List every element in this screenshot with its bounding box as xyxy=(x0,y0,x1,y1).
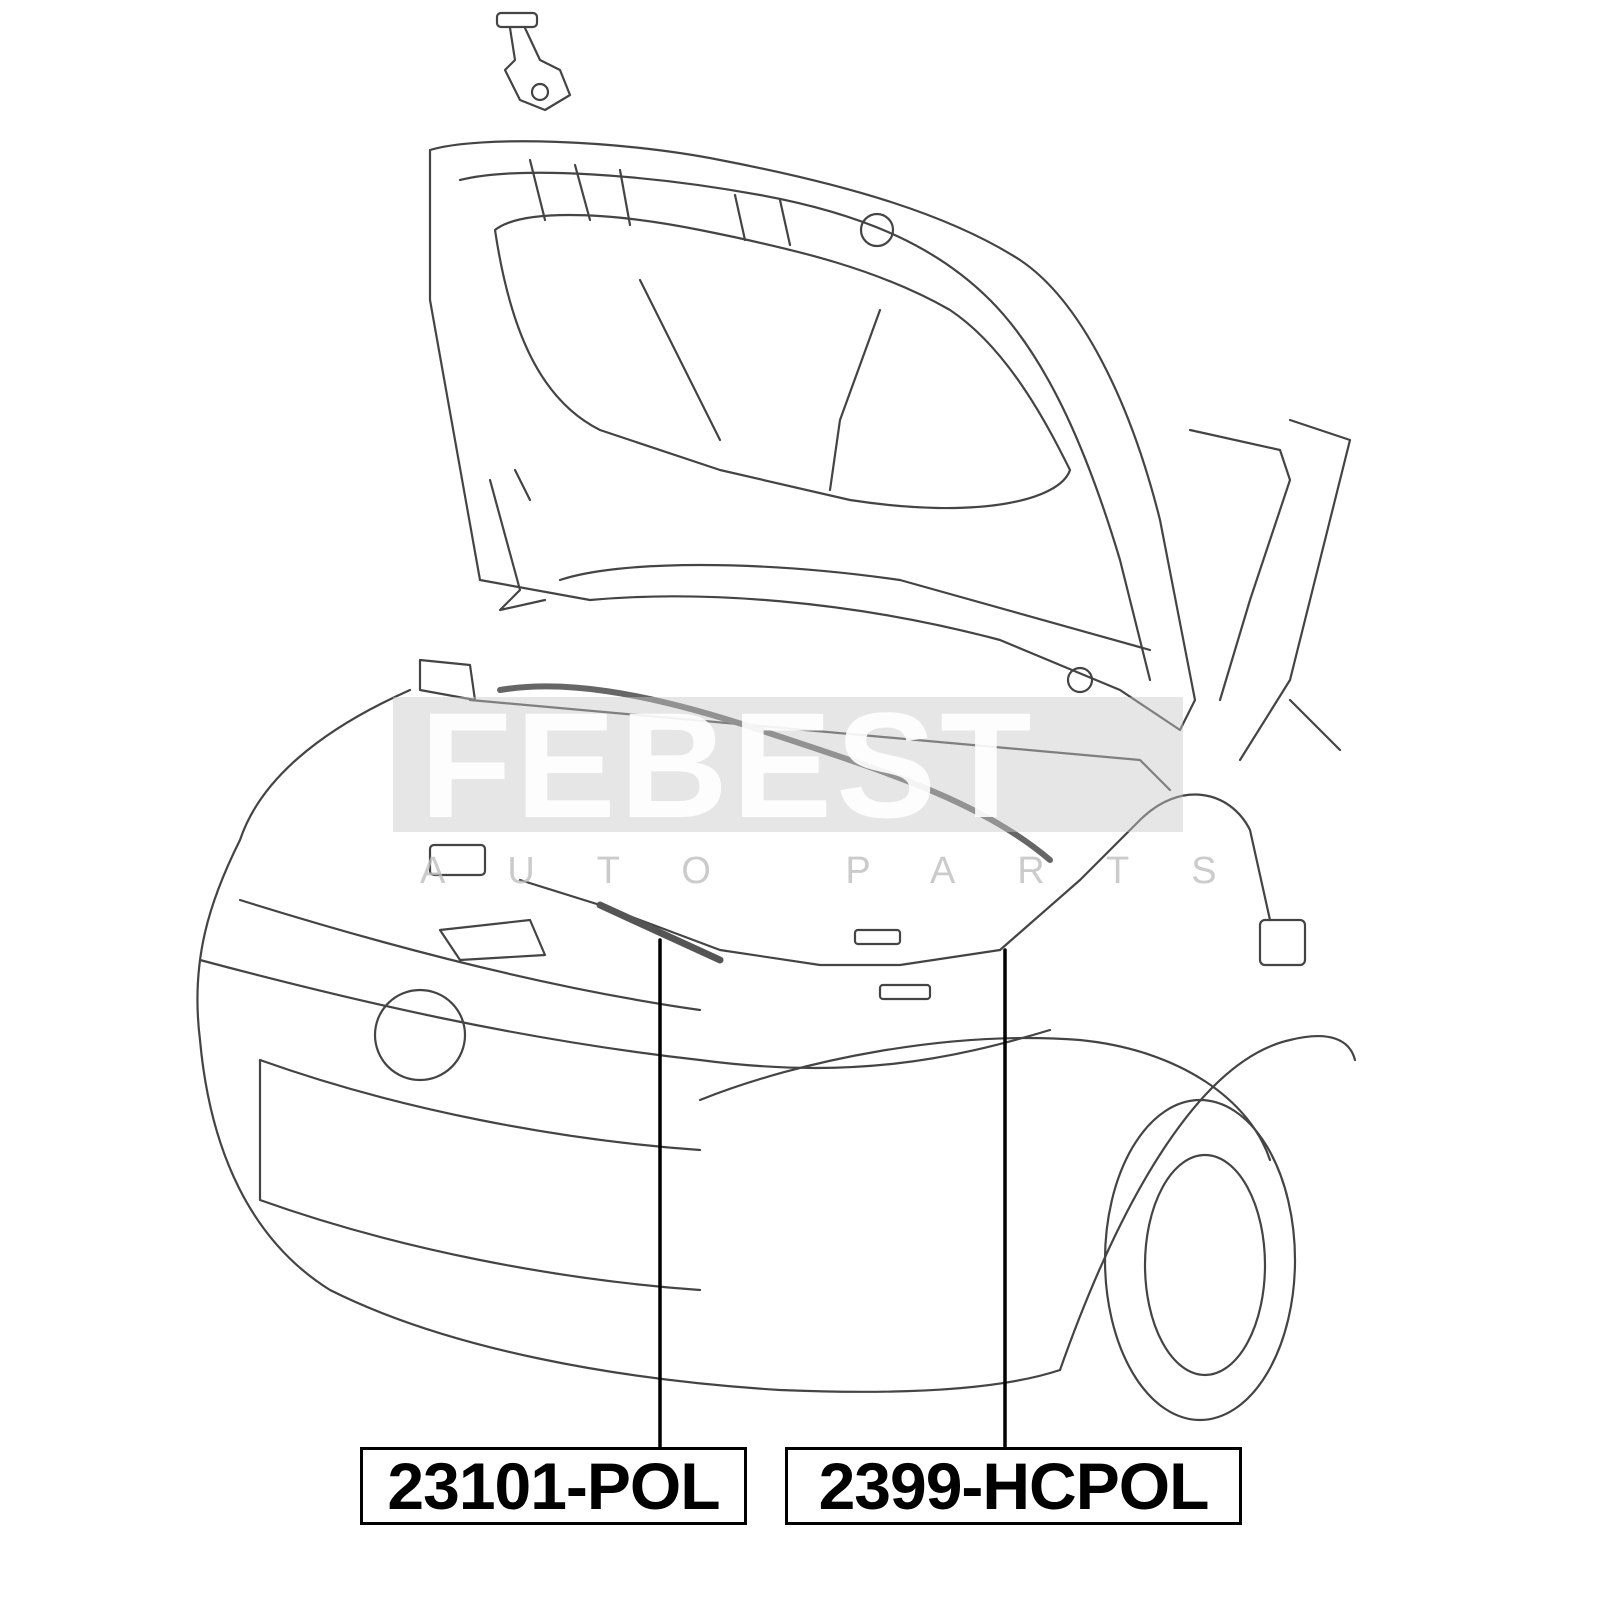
watermark-logo: FEBEST xyxy=(420,700,1036,830)
hood-prop-rod xyxy=(488,468,547,612)
watermark-tagline: AUTO PARTS xyxy=(420,850,1279,892)
part-label-2399-HCPOL: 2399-HCPOL xyxy=(785,1447,1242,1525)
hood-release-cable xyxy=(428,793,1307,1001)
car-body xyxy=(196,418,1357,1422)
hood xyxy=(428,140,1197,732)
watermark-band xyxy=(393,697,1183,832)
hood-latch-detail xyxy=(495,11,572,112)
part-label-23101-POL: 23101-POL xyxy=(360,1447,747,1525)
